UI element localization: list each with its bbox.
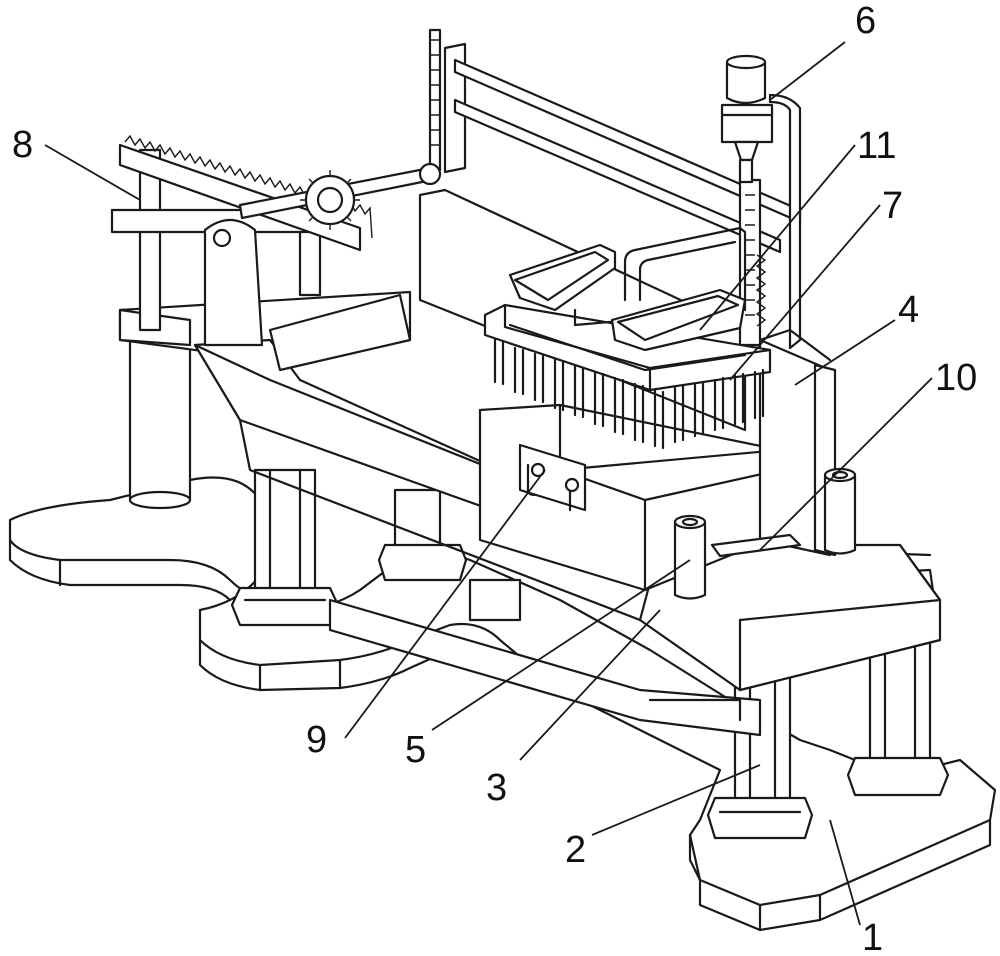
callout-5: 5 [405, 729, 426, 771]
callout-1: 1 [862, 917, 883, 956]
lower-crossbar [328, 598, 762, 737]
callout-3: 3 [486, 767, 507, 809]
upper-frame [428, 28, 802, 254]
rear-pedestal [128, 338, 192, 510]
callout-6: 6 [855, 0, 876, 42]
leader-lines [44, 41, 933, 926]
callout-labels: 8 6 11 7 4 10 9 5 3 2 1 [12, 0, 977, 956]
callout-2: 2 [565, 829, 586, 871]
callout-11: 11 [857, 125, 896, 167]
trays [508, 226, 747, 352]
callout-8: 8 [12, 124, 33, 166]
callout-9: 9 [306, 719, 327, 761]
spray-head [483, 303, 772, 450]
rack-assembly [110, 134, 442, 347]
callout-4: 4 [898, 289, 919, 331]
legs [230, 468, 950, 840]
callout-10: 10 [935, 357, 977, 399]
callout-7: 7 [882, 185, 903, 227]
motor [720, 54, 774, 184]
nozzle-panel [518, 443, 587, 512]
